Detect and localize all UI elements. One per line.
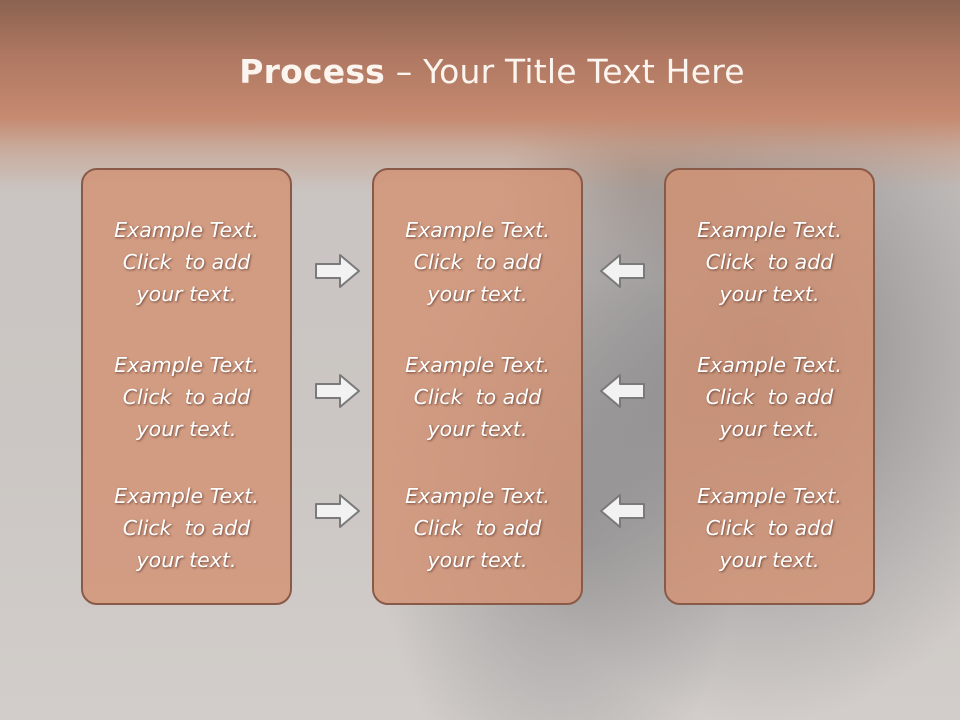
panel-text-block[interactable]: Example Text. Click to add your text. [666, 480, 873, 576]
center-panel[interactable]: Example Text. Click to add your text. Ex… [372, 168, 583, 605]
text-line: Example Text. [114, 484, 259, 508]
right-arrow-icon [315, 254, 360, 288]
panel-text-block[interactable]: Example Text. Click to add your text. [666, 214, 873, 310]
left-arrow-icon [600, 374, 645, 408]
text-line: Example Text. [405, 484, 550, 508]
text-line: Example Text. [697, 484, 842, 508]
header-band [0, 0, 960, 190]
text-line: your text. [427, 548, 528, 572]
text-line: Example Text. [697, 353, 842, 377]
text-line: your text. [719, 417, 820, 441]
text-line: Example Text. [405, 218, 550, 242]
slide-title[interactable]: Process – Your Title Text Here [0, 52, 960, 91]
text-line: Click to add [413, 516, 542, 540]
panel-text-block[interactable]: Example Text. Click to add your text. [83, 214, 290, 310]
title-bold: Process [239, 52, 386, 91]
text-line: Click to add [705, 385, 834, 409]
panel-text-block[interactable]: Example Text. Click to add your text. [83, 349, 290, 445]
text-line: your text. [427, 417, 528, 441]
text-line: Example Text. [114, 353, 259, 377]
text-line: Click to add [413, 250, 542, 274]
text-line: Click to add [705, 250, 834, 274]
text-line: Click to add [705, 516, 834, 540]
text-line: your text. [719, 548, 820, 572]
panel-text-block[interactable]: Example Text. Click to add your text. [666, 349, 873, 445]
panel-text-block[interactable]: Example Text. Click to add your text. [374, 349, 581, 445]
panel-text-block[interactable]: Example Text. Click to add your text. [83, 480, 290, 576]
text-line: your text. [136, 548, 237, 572]
text-line: Example Text. [114, 218, 259, 242]
text-line: Click to add [122, 250, 251, 274]
text-line: your text. [719, 282, 820, 306]
text-line: your text. [136, 417, 237, 441]
panel-text-block[interactable]: Example Text. Click to add your text. [374, 214, 581, 310]
text-line: your text. [136, 282, 237, 306]
panel-text-block[interactable]: Example Text. Click to add your text. [374, 480, 581, 576]
text-line: Click to add [413, 385, 542, 409]
right-arrow-icon [315, 494, 360, 528]
text-line: Example Text. [697, 218, 842, 242]
left-arrow-icon [600, 254, 645, 288]
right-arrow-icon [315, 374, 360, 408]
right-panel[interactable]: Example Text. Click to add your text. Ex… [664, 168, 875, 605]
left-panel[interactable]: Example Text. Click to add your text. Ex… [81, 168, 292, 605]
text-line: Click to add [122, 516, 251, 540]
text-line: Click to add [122, 385, 251, 409]
text-line: Example Text. [405, 353, 550, 377]
title-rest: – Your Title Text Here [385, 52, 745, 91]
text-line: your text. [427, 282, 528, 306]
left-arrow-icon [600, 494, 645, 528]
